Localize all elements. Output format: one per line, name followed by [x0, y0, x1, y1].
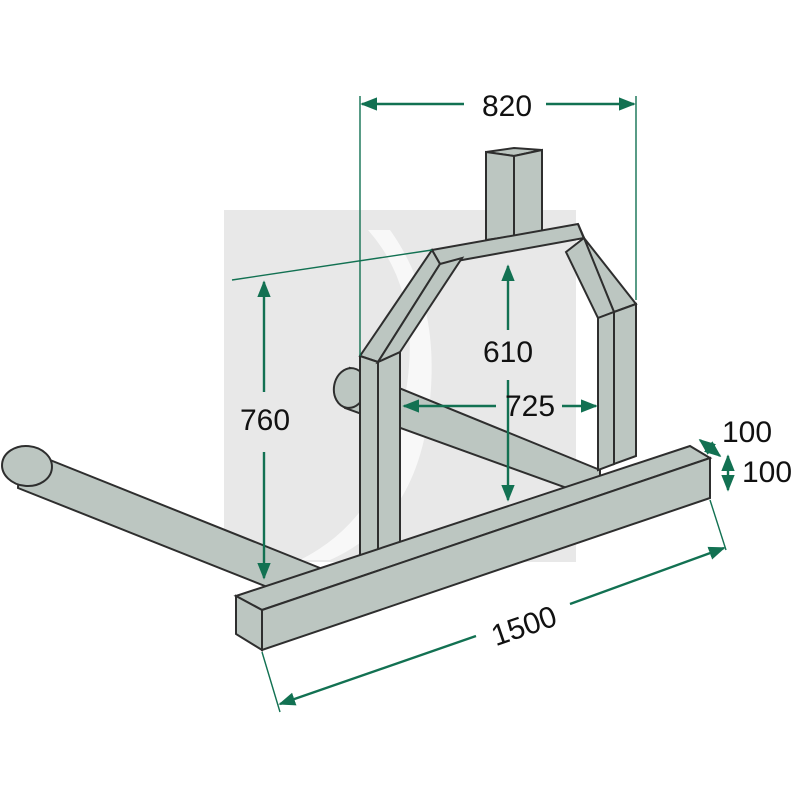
dim-100-depth-arrow	[698, 438, 722, 458]
dim-1500-left-arrow	[278, 634, 477, 706]
dimension-label-610: 610	[483, 336, 533, 369]
dimension-label-820: 820	[482, 90, 532, 123]
dim-1500-right-arrow	[569, 546, 726, 606]
extension-line-760-top	[231, 249, 433, 281]
dimension-label-1500: 1500	[487, 600, 561, 653]
dimension-label-100-height: 100	[742, 456, 792, 489]
dimension-lines	[231, 96, 735, 713]
top-mast	[485, 146, 543, 242]
extension-line-1500-right	[709, 499, 727, 551]
dimension-label-100-depth: 100	[722, 416, 772, 449]
dimension-label-725: 725	[505, 390, 555, 423]
dimension-label-760: 760	[240, 404, 290, 437]
extension-line-1500-left	[261, 651, 281, 713]
bottom-beam	[233, 444, 713, 652]
